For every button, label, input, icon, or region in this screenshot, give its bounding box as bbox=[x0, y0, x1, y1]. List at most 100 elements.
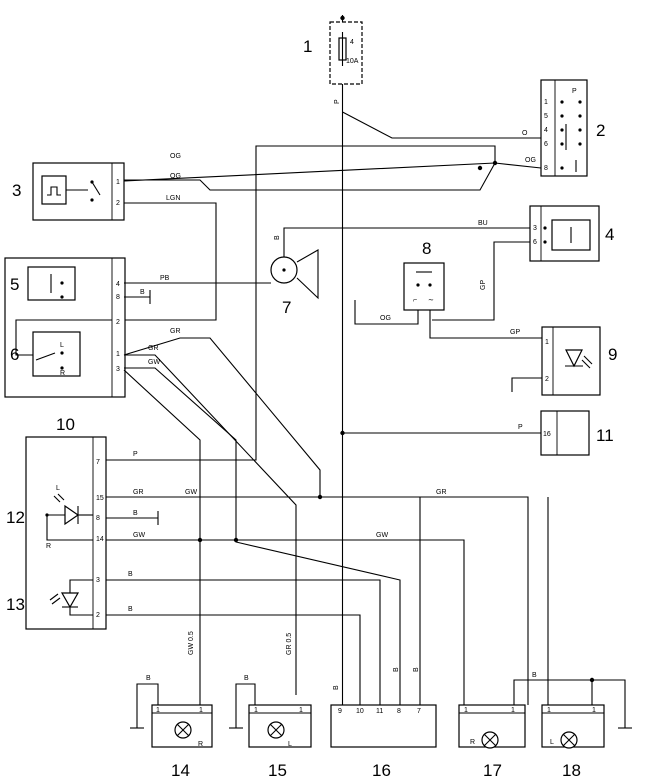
svg-text:2: 2 bbox=[116, 319, 120, 326]
svg-text:3: 3 bbox=[116, 366, 120, 373]
svg-text:R: R bbox=[60, 370, 65, 377]
label-13: 13 bbox=[6, 595, 25, 614]
svg-text:1: 1 bbox=[156, 707, 160, 714]
svg-text:B: B bbox=[393, 667, 400, 672]
wire-gr-c2 bbox=[124, 354, 297, 695]
svg-text:8: 8 bbox=[116, 294, 120, 301]
label-5: 5 bbox=[10, 275, 19, 294]
svg-text:GP: GP bbox=[480, 280, 487, 290]
label-12: 12 bbox=[6, 508, 25, 527]
svg-text:1: 1 bbox=[116, 179, 120, 186]
label-1: 1 bbox=[303, 37, 312, 56]
label-16: 16 bbox=[372, 761, 391, 780]
svg-text:1: 1 bbox=[547, 707, 551, 714]
svg-text:2: 2 bbox=[96, 612, 100, 619]
svg-text:8: 8 bbox=[544, 165, 548, 172]
switch-header: P bbox=[572, 88, 577, 95]
wire-gw-14 bbox=[106, 539, 465, 705]
wire-gr-15 bbox=[106, 496, 529, 705]
lamp-18: 1 1 L bbox=[541, 497, 632, 749]
svg-text:B: B bbox=[140, 289, 145, 296]
svg-text:O: O bbox=[522, 130, 528, 137]
svg-text:P: P bbox=[518, 424, 523, 431]
svg-text:LGN: LGN bbox=[166, 195, 180, 202]
lamp-15: 1 1 L B bbox=[229, 675, 312, 748]
label-9: 9 bbox=[608, 345, 617, 364]
horn-7 bbox=[270, 249, 319, 300]
svg-text:15: 15 bbox=[96, 495, 104, 502]
svg-text:L: L bbox=[550, 739, 554, 746]
label-6: 6 bbox=[10, 345, 19, 364]
fuse-rating: 10A bbox=[346, 58, 359, 65]
label-18: 18 bbox=[562, 761, 581, 780]
svg-text:6: 6 bbox=[544, 141, 548, 148]
wire-o bbox=[342, 111, 541, 139]
wire-gp-9 bbox=[429, 310, 542, 339]
wire-label-p1: P bbox=[334, 99, 341, 104]
svg-text:L: L bbox=[60, 342, 64, 349]
svg-text:4: 4 bbox=[116, 281, 120, 288]
svg-text:11: 11 bbox=[376, 708, 383, 715]
fuse-pin: 4 bbox=[350, 39, 354, 46]
svg-text:1: 1 bbox=[592, 707, 596, 714]
label-11: 11 bbox=[596, 426, 614, 445]
svg-text:B: B bbox=[532, 672, 537, 679]
svg-text:16: 16 bbox=[543, 431, 551, 438]
svg-text:⌐: ⌐ bbox=[413, 297, 417, 304]
svg-text:GW 0.5: GW 0.5 bbox=[188, 631, 195, 655]
svg-text:GR: GR bbox=[133, 489, 144, 496]
svg-text:3: 3 bbox=[96, 577, 100, 584]
wire-og-3 bbox=[100, 145, 496, 461]
label-2: 2 bbox=[596, 121, 605, 140]
wire-b-3 bbox=[106, 579, 381, 705]
svg-text:R: R bbox=[470, 739, 475, 746]
label-4: 4 bbox=[605, 225, 614, 244]
svg-text:B: B bbox=[244, 675, 249, 682]
svg-text:3: 3 bbox=[533, 225, 537, 232]
svg-text:2: 2 bbox=[545, 376, 549, 383]
label-8: 8 bbox=[422, 239, 431, 258]
svg-text:GP: GP bbox=[510, 329, 520, 336]
svg-text:R: R bbox=[46, 543, 51, 550]
fuse-1: 4 10A bbox=[329, 21, 363, 85]
label-15: 15 bbox=[268, 761, 287, 780]
svg-text:GW: GW bbox=[148, 359, 160, 366]
svg-text:1: 1 bbox=[545, 339, 549, 346]
box-4: 3 6 bbox=[529, 205, 600, 262]
label-14: 14 bbox=[171, 761, 190, 780]
wire-og-flasher bbox=[354, 300, 419, 325]
svg-text:OG: OG bbox=[525, 157, 536, 164]
wire-lgn bbox=[124, 202, 217, 321]
svg-text:GR: GR bbox=[148, 345, 159, 352]
wire-gw-c3 bbox=[124, 367, 401, 705]
svg-text:B: B bbox=[333, 685, 340, 690]
svg-text:B: B bbox=[128, 571, 133, 578]
wire-gr-c1 bbox=[123, 337, 421, 705]
svg-text:10: 10 bbox=[356, 708, 364, 715]
wire-gp-4 bbox=[432, 241, 530, 321]
wire-ground-9 bbox=[511, 377, 542, 392]
label-10: 10 bbox=[56, 415, 75, 434]
svg-text:B: B bbox=[128, 606, 133, 613]
svg-text:8: 8 bbox=[96, 515, 100, 522]
svg-text:OG: OG bbox=[170, 173, 181, 180]
svg-text:6: 6 bbox=[533, 239, 537, 246]
flasher-8: ⌐ ∼ bbox=[403, 262, 445, 311]
svg-text:P: P bbox=[133, 451, 138, 458]
lamp-17: 1 1 R B bbox=[458, 672, 592, 749]
svg-text:4: 4 bbox=[544, 127, 548, 134]
label-7: 7 bbox=[282, 298, 291, 317]
box-11: 16 bbox=[540, 410, 590, 456]
switch-2: P 1 5 4 6 8 bbox=[540, 79, 588, 177]
label-3: 3 bbox=[12, 181, 21, 200]
unit-10: 7 15 8 14 3 2 L R bbox=[25, 436, 107, 630]
svg-text:14: 14 bbox=[96, 536, 104, 543]
svg-text:PB: PB bbox=[160, 275, 170, 282]
svg-text:1: 1 bbox=[464, 707, 468, 714]
svg-text:L: L bbox=[288, 741, 292, 748]
svg-text:B: B bbox=[413, 667, 420, 672]
svg-text:1: 1 bbox=[254, 707, 258, 714]
wire-b-2 bbox=[106, 614, 361, 705]
svg-text:GW: GW bbox=[376, 532, 388, 539]
